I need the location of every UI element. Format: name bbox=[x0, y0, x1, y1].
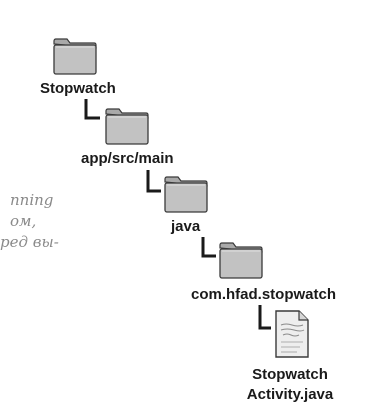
folder-icon[interactable] bbox=[52, 36, 98, 76]
margin-note-line-3: ред вы- bbox=[0, 233, 59, 251]
folder-label-com-hfad-stopwatch[interactable]: com.hfad.stopwatch bbox=[191, 286, 337, 303]
connector-java-to-package bbox=[201, 237, 216, 258]
margin-note-line-1: nning bbox=[10, 191, 54, 209]
connector-root-to-main bbox=[84, 99, 100, 120]
folder-icon[interactable] bbox=[218, 240, 264, 280]
connector-package-to-file bbox=[258, 305, 271, 330]
connector-main-to-java bbox=[146, 170, 161, 193]
margin-note: nning ом, ред вы- bbox=[0, 190, 59, 253]
folder-label-stopwatch[interactable]: Stopwatch bbox=[40, 80, 116, 97]
margin-note-line-2: ом, bbox=[10, 212, 37, 230]
folder-icon[interactable] bbox=[163, 174, 209, 214]
folder-icon[interactable] bbox=[104, 106, 150, 146]
java-file-icon[interactable] bbox=[272, 308, 312, 360]
folder-label-java[interactable]: java bbox=[171, 218, 201, 235]
file-label-line2: Activity.java bbox=[246, 386, 334, 403]
file-label-stopwatch-activity[interactable]: Stopwatch Activity.java bbox=[235, 365, 345, 405]
folder-label-app-src-main[interactable]: app/src/main bbox=[81, 150, 174, 167]
file-label-line1: Stopwatch bbox=[252, 366, 328, 383]
